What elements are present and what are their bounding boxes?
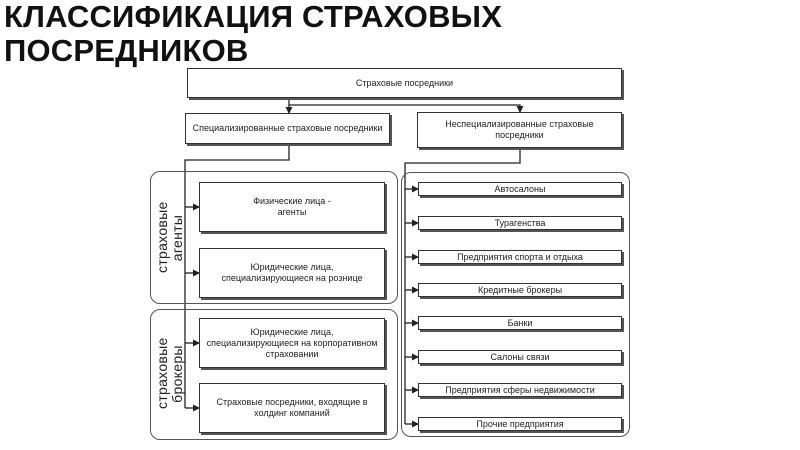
right-item-2: Турагенства (418, 216, 622, 230)
group-agents-frame (150, 171, 398, 304)
connector-root-specialized (288, 98, 524, 113)
root-node: Страховые посредники (187, 68, 622, 98)
left-item-4: Страховые посредники, входящие в холдинг… (199, 383, 385, 433)
left-item-1: Физические лица - агенты (199, 182, 385, 232)
left-item-3: Юридические лица, специализирующиеся на … (199, 318, 385, 368)
right-item-6: Салоны связи (418, 350, 622, 364)
page-title-line-2: ПОСРЕДНИКОВ (4, 33, 249, 68)
group-nonspecialized-frame (401, 172, 630, 437)
right-item-1: Автосалоны (418, 182, 622, 196)
left-item-2: Юридические лица, специализирующиеся на … (199, 248, 385, 298)
connector-nonspecialized-right (404, 148, 521, 424)
group-brokers-frame (150, 309, 398, 440)
right-item-5: Банки (418, 316, 622, 330)
group-brokers-label: страховые брокеры (154, 337, 185, 409)
right-item-8: Прочие предприятия (418, 417, 622, 431)
right-item-7: Предприятия сферы недвижимости (418, 383, 622, 397)
page-title: КЛАССИФИКАЦИЯ СТРАХОВЫХ ПОСРЕДНИКОВ (4, 0, 502, 68)
specialized-node: Специализированные страховые посредники (185, 113, 390, 144)
right-item-4: Кредитные брокеры (418, 283, 622, 297)
page-title-line-1: КЛАССИФИКАЦИЯ СТРАХОВЫХ (4, 0, 503, 34)
nonspecialized-node: Неспециализированные страховые посредник… (417, 112, 622, 148)
group-agents-label: страховые агенты (154, 201, 185, 273)
right-item-3: Предприятия спорта и отдыха (418, 250, 622, 264)
connector-specialized-left (184, 144, 290, 408)
